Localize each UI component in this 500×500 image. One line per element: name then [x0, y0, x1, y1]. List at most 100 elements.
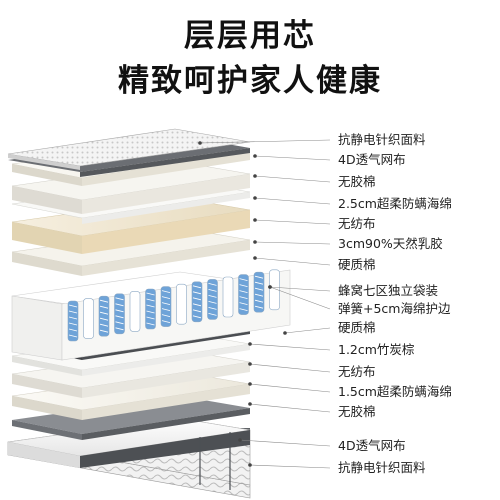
spring-coil: [208, 295, 217, 298]
spring-coil: [130, 307, 140, 310]
leader-line: [199, 139, 331, 144]
spring-coil: [161, 314, 171, 317]
leader-dot: [248, 463, 252, 467]
leader-dot: [253, 196, 257, 200]
leader-dot: [248, 342, 252, 346]
layer-label: 硬质棉: [338, 257, 376, 272]
spring-coil: [146, 322, 155, 326]
spring-coil: [270, 297, 279, 301]
leader-dot: [253, 154, 257, 158]
leader-line: [254, 175, 331, 183]
spring-coil: [254, 293, 264, 297]
spring-coil: [223, 298, 233, 302]
spring-coil: [270, 291, 279, 295]
spring-coil: [146, 316, 155, 320]
leader-dot: [198, 141, 202, 145]
leader-dot: [283, 331, 287, 335]
spring-coil: [192, 309, 202, 313]
spring-coil: [208, 301, 217, 304]
layer-label: 硬质棉: [338, 320, 376, 335]
leader-line: [269, 286, 331, 292]
spring-coil: [239, 302, 248, 305]
callout-leaders: [198, 139, 331, 469]
spring-coil: [254, 281, 264, 285]
layer-label: 2.5cm超柔防螨海绵: [338, 196, 452, 211]
spring-coil: [161, 296, 171, 299]
spring-coil: [115, 297, 124, 301]
spring-coil: [99, 323, 109, 327]
spring-coil: [84, 302, 93, 305]
spring-coil: [130, 325, 140, 328]
leader-line: [254, 219, 331, 225]
spring-coil: [177, 311, 186, 315]
leader-dot: [238, 438, 242, 442]
4d-mesh-layer-bottom: [12, 396, 250, 440]
leader-line: [249, 343, 331, 351]
layer-label: 抗静电针织面料: [338, 460, 426, 475]
leader-dot: [248, 402, 252, 406]
spring-coil: [239, 278, 248, 281]
spring-coil: [99, 317, 109, 321]
spring-coil: [68, 310, 78, 314]
spring-coil: [130, 319, 140, 322]
spring-coil: [223, 292, 233, 296]
spring-coil: [68, 328, 78, 332]
spring-coil: [146, 298, 155, 302]
spring-coil: [68, 304, 78, 308]
spring-coil: [161, 290, 171, 293]
spring-coil: [192, 285, 202, 289]
leader-dot: [253, 256, 257, 260]
spring-coil: [115, 303, 124, 307]
leader-line: [249, 464, 331, 469]
leader-line: [254, 257, 331, 266]
spring-coil: [161, 302, 171, 305]
spring-coil: [115, 327, 124, 331]
spring-coil: [130, 313, 140, 316]
leader-line: [254, 241, 331, 245]
layer-label: 抗静电针织面料: [338, 132, 426, 147]
spring-coil: [146, 304, 155, 308]
spring-coil: [115, 309, 124, 313]
layer-label: 4D透气网布: [338, 152, 406, 167]
spring-coil: [239, 284, 248, 287]
leader-dot: [268, 285, 272, 289]
spring-coil: [99, 329, 109, 333]
spring-coil: [130, 301, 140, 304]
spring-coil: [68, 316, 78, 320]
spring-coil: [161, 320, 171, 323]
spring-coil: [239, 308, 248, 311]
layer-label: 4D透气网布: [338, 438, 406, 453]
spring-coil: [270, 273, 279, 277]
layer-label: 1.2cm竹炭棕: [338, 342, 415, 357]
layer-label: 无纺布: [338, 364, 376, 379]
spring-coil: [177, 317, 186, 321]
leader-line: [239, 439, 331, 447]
leader-line: [284, 327, 331, 334]
spring-coil: [192, 291, 202, 295]
leader-dot: [248, 382, 252, 386]
layer-label: 3cm90%天然乳胶: [338, 236, 443, 251]
spring-coil: [254, 299, 264, 303]
spring-coil: [84, 326, 93, 329]
spring-coil: [84, 320, 93, 323]
layer-label: 蜂窝七区独立袋装: [338, 283, 439, 298]
spring-coil: [115, 321, 124, 325]
layer-label: 弹簧+5cm海绵护边: [338, 301, 451, 316]
leader-line: [254, 197, 331, 205]
spring-coil: [192, 303, 202, 307]
spring-coil: [99, 311, 109, 315]
spring-coil: [254, 275, 264, 279]
leader-line: [249, 363, 331, 373]
pocket-spring-layer: [11, 269, 291, 361]
spring-coil: [84, 314, 93, 317]
spring-coil: [68, 334, 78, 338]
spring-coil: [161, 308, 171, 311]
spring-coil: [146, 310, 155, 314]
leader-line: [254, 155, 331, 161]
leader-dot: [248, 362, 252, 366]
spring-coil: [223, 304, 233, 308]
layer-label: 无纺布: [338, 216, 376, 231]
sponge-2-5cm-layer: [11, 161, 251, 214]
layer-label: 无胶棉: [338, 174, 376, 189]
